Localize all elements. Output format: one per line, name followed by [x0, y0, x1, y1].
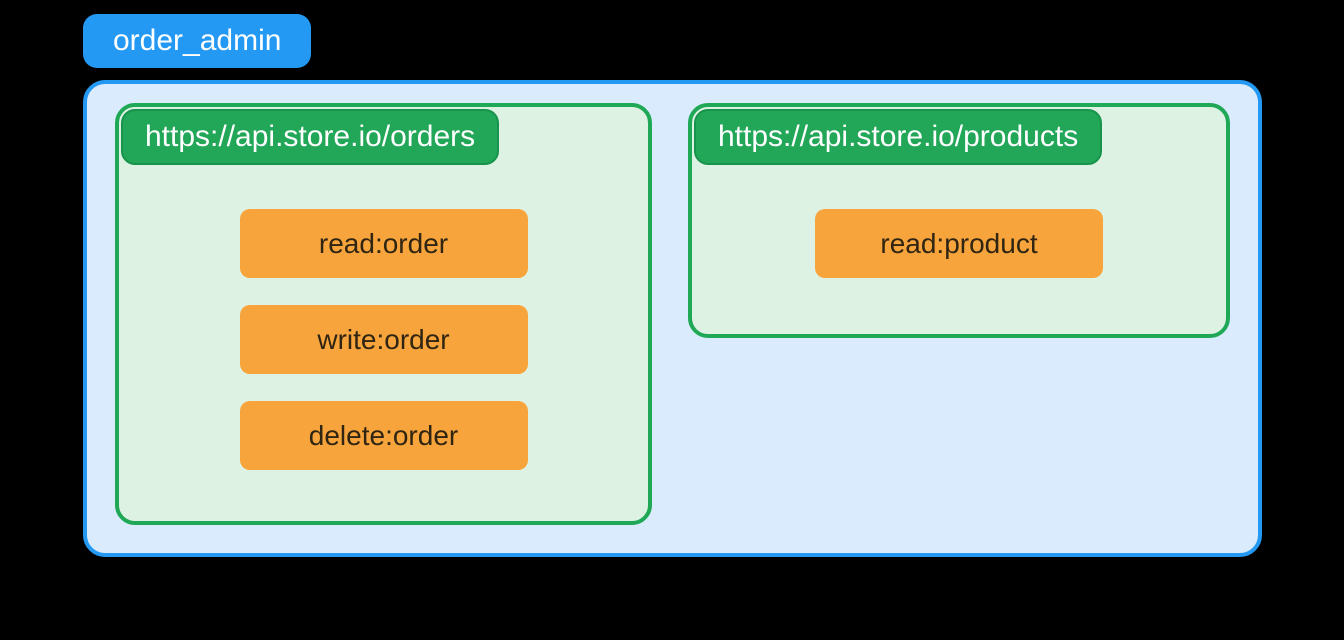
role-badge: order_admin	[83, 14, 312, 68]
resource-box-products: https://api.store.io/products read:produ…	[688, 103, 1230, 338]
scope-pill-write-order: write:order	[239, 305, 528, 374]
scope-list-products: read:product	[692, 209, 1226, 278]
role-container: https://api.store.io/orders read:order w…	[83, 80, 1262, 557]
scope-list-orders: read:order write:order delete:order	[119, 209, 648, 470]
scope-pill-read-product: read:product	[815, 209, 1103, 278]
resource-box-orders: https://api.store.io/orders read:order w…	[115, 103, 652, 525]
resource-url-badge-orders: https://api.store.io/orders	[121, 109, 500, 165]
scope-pill-delete-order: delete:order	[239, 401, 528, 470]
scope-pill-read-order: read:order	[239, 209, 528, 278]
resource-url-badge-products: https://api.store.io/products	[694, 109, 1103, 165]
